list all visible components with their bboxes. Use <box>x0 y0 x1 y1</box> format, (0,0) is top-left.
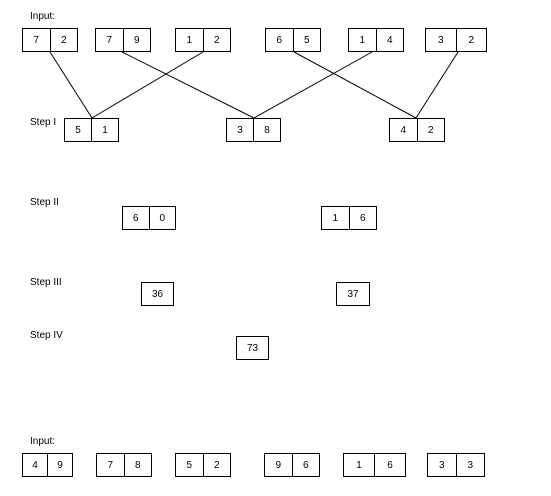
input-bottom-pair: 3 3 <box>427 453 485 477</box>
value-cell: 36 <box>151 288 164 300</box>
digit-cell: 9 <box>47 454 72 476</box>
connector-line <box>253 51 373 119</box>
digit-cell: 4 <box>375 29 404 51</box>
digit-cell: 1 <box>91 119 118 141</box>
digit-cell: 7 <box>33 34 40 46</box>
input-top-pair: 3 2 <box>425 28 487 52</box>
digit-cell: 5 <box>186 459 193 471</box>
digit-cell: 3 <box>237 124 243 136</box>
digit-cell: 3 <box>438 459 445 471</box>
input-top-pair: 1 4 <box>348 28 404 52</box>
input-top-pair: 7 2 <box>22 28 78 52</box>
digit-cell: 6 <box>132 212 139 224</box>
digit-cell: 5 <box>75 124 81 136</box>
digit-cell: 7 <box>106 34 113 46</box>
step-2-label: Step II <box>30 197 59 208</box>
step-4-label: Step IV <box>30 330 63 341</box>
connector-line <box>293 51 417 119</box>
input-bottom-pair: 7 8 <box>96 453 152 477</box>
connector-line <box>91 51 204 119</box>
digit-cell: 6 <box>374 454 405 476</box>
digit-cell: 2 <box>416 119 445 141</box>
step-1-label: Step I <box>30 117 57 128</box>
digit-cell: 9 <box>275 459 282 471</box>
digit-cell: 8 <box>253 119 280 141</box>
digit-cell: 2 <box>49 29 78 51</box>
digit-cell: 5 <box>292 29 321 51</box>
digit-cell: 3 <box>437 34 444 46</box>
input-top-label: Input: <box>30 11 56 22</box>
step-4-box: 73 <box>236 336 269 360</box>
connector-line <box>49 51 93 119</box>
step-2-pair: 6 0 <box>122 206 176 230</box>
connector-line <box>415 51 459 119</box>
step-1-pair: 3 8 <box>226 118 281 142</box>
digit-cell: 4 <box>400 124 407 136</box>
input-top-pair: 1 2 <box>175 28 231 52</box>
connector-line <box>121 51 255 119</box>
digit-cell: 6 <box>348 207 377 229</box>
input-bottom-pair: 1 6 <box>343 453 406 477</box>
input-bottom-pair: 5 2 <box>175 453 231 477</box>
digit-cell: 9 <box>122 29 151 51</box>
digit-cell: 6 <box>291 454 320 476</box>
step-2-pair: 1 6 <box>321 206 377 230</box>
input-bottom-pair: 4 9 <box>22 453 73 477</box>
input-bottom-pair: 9 6 <box>264 453 320 477</box>
input-bottom-label: Input: <box>30 436 56 447</box>
digit-cell: 1 <box>332 212 339 224</box>
digit-cell: 6 <box>276 34 283 46</box>
digit-cell: 2 <box>202 454 231 476</box>
step-1-pair: 4 2 <box>389 118 445 142</box>
digit-cell: 3 <box>455 454 485 476</box>
digit-cell: 4 <box>32 459 38 471</box>
value-cell: 73 <box>246 342 259 354</box>
digit-cell: 8 <box>123 454 152 476</box>
step-1-pair: 5 1 <box>64 118 119 142</box>
digit-cell: 7 <box>107 459 114 471</box>
step-3-box: 36 <box>141 282 174 306</box>
value-cell: 37 <box>347 288 359 300</box>
step-3-box: 37 <box>336 282 370 306</box>
digit-cell: 1 <box>356 459 362 471</box>
digit-cell: 2 <box>202 29 231 51</box>
digit-cell: 1 <box>186 34 193 46</box>
step-3-label: Step III <box>30 277 62 288</box>
digit-cell: 1 <box>359 34 366 46</box>
digit-cell: 2 <box>455 29 487 51</box>
input-top-pair: 7 9 <box>95 28 151 52</box>
input-top-pair: 6 5 <box>265 28 321 52</box>
digit-cell: 0 <box>148 207 176 229</box>
